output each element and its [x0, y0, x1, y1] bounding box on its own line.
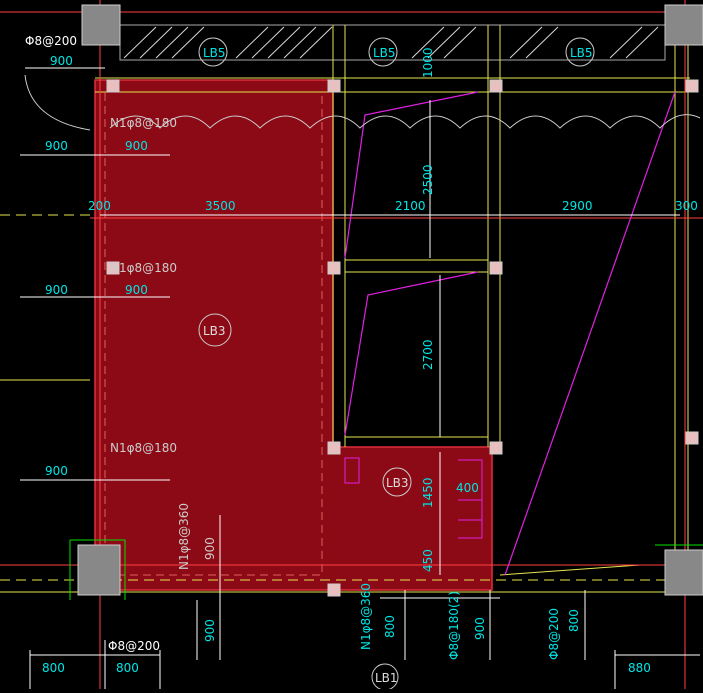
- top-beam-hatch: [119, 24, 666, 61]
- label-lb3-small: LB3: [386, 476, 409, 490]
- dimension-lines: [20, 67, 700, 660]
- dim-2100: 2100: [395, 199, 426, 213]
- dim-450: 450: [421, 549, 435, 572]
- rebar-top-2: Φ8@200: [108, 639, 160, 653]
- rebar-vertical-3: Φ8@180(2): [447, 591, 461, 660]
- dim-1450: 1450: [421, 477, 435, 508]
- lb-circles: [198, 37, 595, 691]
- label-lb3-main: LB3: [203, 324, 226, 338]
- dim-300: 300: [675, 199, 698, 213]
- column-outlines: [69, 539, 703, 600]
- rebar-side-3: N1φ8@180: [110, 441, 177, 455]
- columns: [77, 4, 703, 597]
- dim-900-d: 900: [125, 283, 148, 297]
- diagonal-lines: [344, 91, 676, 576]
- rebar-top-1: Φ8@200: [25, 34, 77, 48]
- rebar-vertical-1: N1φ8@360: [177, 503, 191, 570]
- rebar-vertical-4: Φ8@200: [547, 608, 561, 660]
- dim-200: 200: [88, 199, 111, 213]
- dim-2900: 2900: [562, 199, 593, 213]
- dim-900-f: 900: [203, 537, 217, 560]
- arc-left: [24, 74, 91, 131]
- dim-800-c: 800: [42, 661, 65, 675]
- rebar-side-1: N1φ8@180: [110, 116, 177, 130]
- bottom-tick-lines: [29, 590, 616, 689]
- label-lb5-left: LB5: [203, 46, 226, 60]
- rebar-side-2: N1φ8@180: [110, 261, 177, 275]
- dim-2500: 2500: [421, 164, 435, 195]
- stair-symbol: [344, 457, 483, 539]
- slab-lb3-region: [94, 79, 493, 591]
- label-lb5-right: LB5: [570, 46, 593, 60]
- dim-900-b: 900: [125, 139, 148, 153]
- dim-400: 400: [456, 481, 479, 495]
- label-lb5-mid: LB5: [373, 46, 396, 60]
- dim-800-d: 800: [116, 661, 139, 675]
- label-lb1-bottom: LB1: [375, 671, 398, 685]
- dim-900-top: 900: [50, 54, 73, 68]
- scallop-line: [109, 114, 701, 129]
- dim-2700: 2700: [421, 339, 435, 370]
- dim-900-e: 900: [45, 464, 68, 478]
- dim-900-g: 900: [203, 619, 217, 642]
- dim-900-a: 900: [45, 139, 68, 153]
- dim-880: 880: [628, 661, 651, 675]
- rebar-vertical-2: N1φ8@360: [359, 583, 373, 650]
- dim-3500: 3500: [205, 199, 236, 213]
- dim-800-b: 800: [567, 609, 581, 632]
- dim-900-c: 900: [45, 283, 68, 297]
- dim-1000: 1000: [421, 47, 435, 78]
- dim-800-a: 800: [383, 615, 397, 638]
- dim-900-h: 900: [473, 617, 487, 640]
